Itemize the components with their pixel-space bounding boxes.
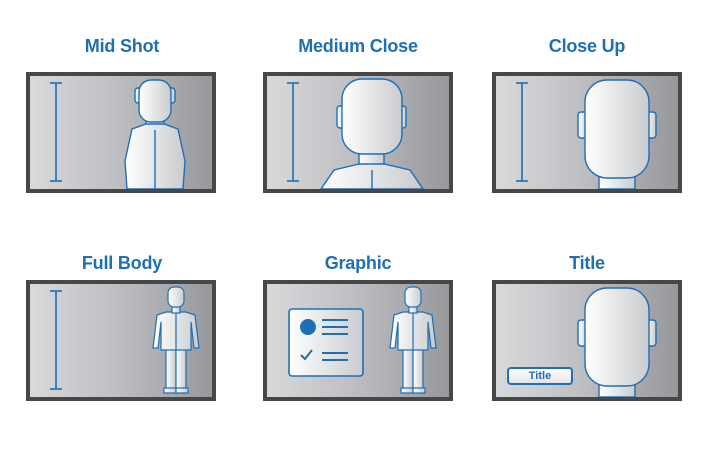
height-scale-icon xyxy=(50,82,62,182)
medium-close-title: Medium Close xyxy=(298,36,418,56)
close-up-title: Close Up xyxy=(548,36,626,56)
person-close-up-icon xyxy=(577,287,657,397)
graphic-illustration xyxy=(288,286,437,394)
title-caption-badge: Title xyxy=(507,367,573,385)
mid-shot-title: Mid Shot xyxy=(84,36,160,56)
mid-shot-illustration xyxy=(50,79,186,189)
person-medium-close-icon xyxy=(320,78,424,189)
close-up-illustration xyxy=(516,79,657,189)
person-full-body-icon xyxy=(389,286,437,394)
person-close-up-icon xyxy=(577,79,657,189)
medium-close-frame xyxy=(263,72,453,193)
full-body-title: Full Body xyxy=(81,253,163,273)
checkmark-icon xyxy=(300,349,313,361)
height-scale-icon xyxy=(50,290,62,390)
person-full-body-icon xyxy=(152,286,200,394)
full-body-illustration xyxy=(50,286,200,394)
title-shot-title: Title xyxy=(569,253,605,273)
title-frame: Title xyxy=(492,280,682,401)
graphic-frame xyxy=(263,280,453,401)
medium-close-illustration xyxy=(287,78,424,189)
height-scale-icon xyxy=(287,82,299,182)
title-illustration xyxy=(577,287,657,397)
height-scale-icon xyxy=(516,82,528,182)
mid-shot-frame xyxy=(26,72,216,193)
close-up-frame xyxy=(492,72,682,193)
graphic-title: Graphic xyxy=(324,253,392,273)
info-card-icon xyxy=(288,308,364,377)
full-body-frame xyxy=(26,280,216,401)
person-mid-icon xyxy=(124,79,186,189)
